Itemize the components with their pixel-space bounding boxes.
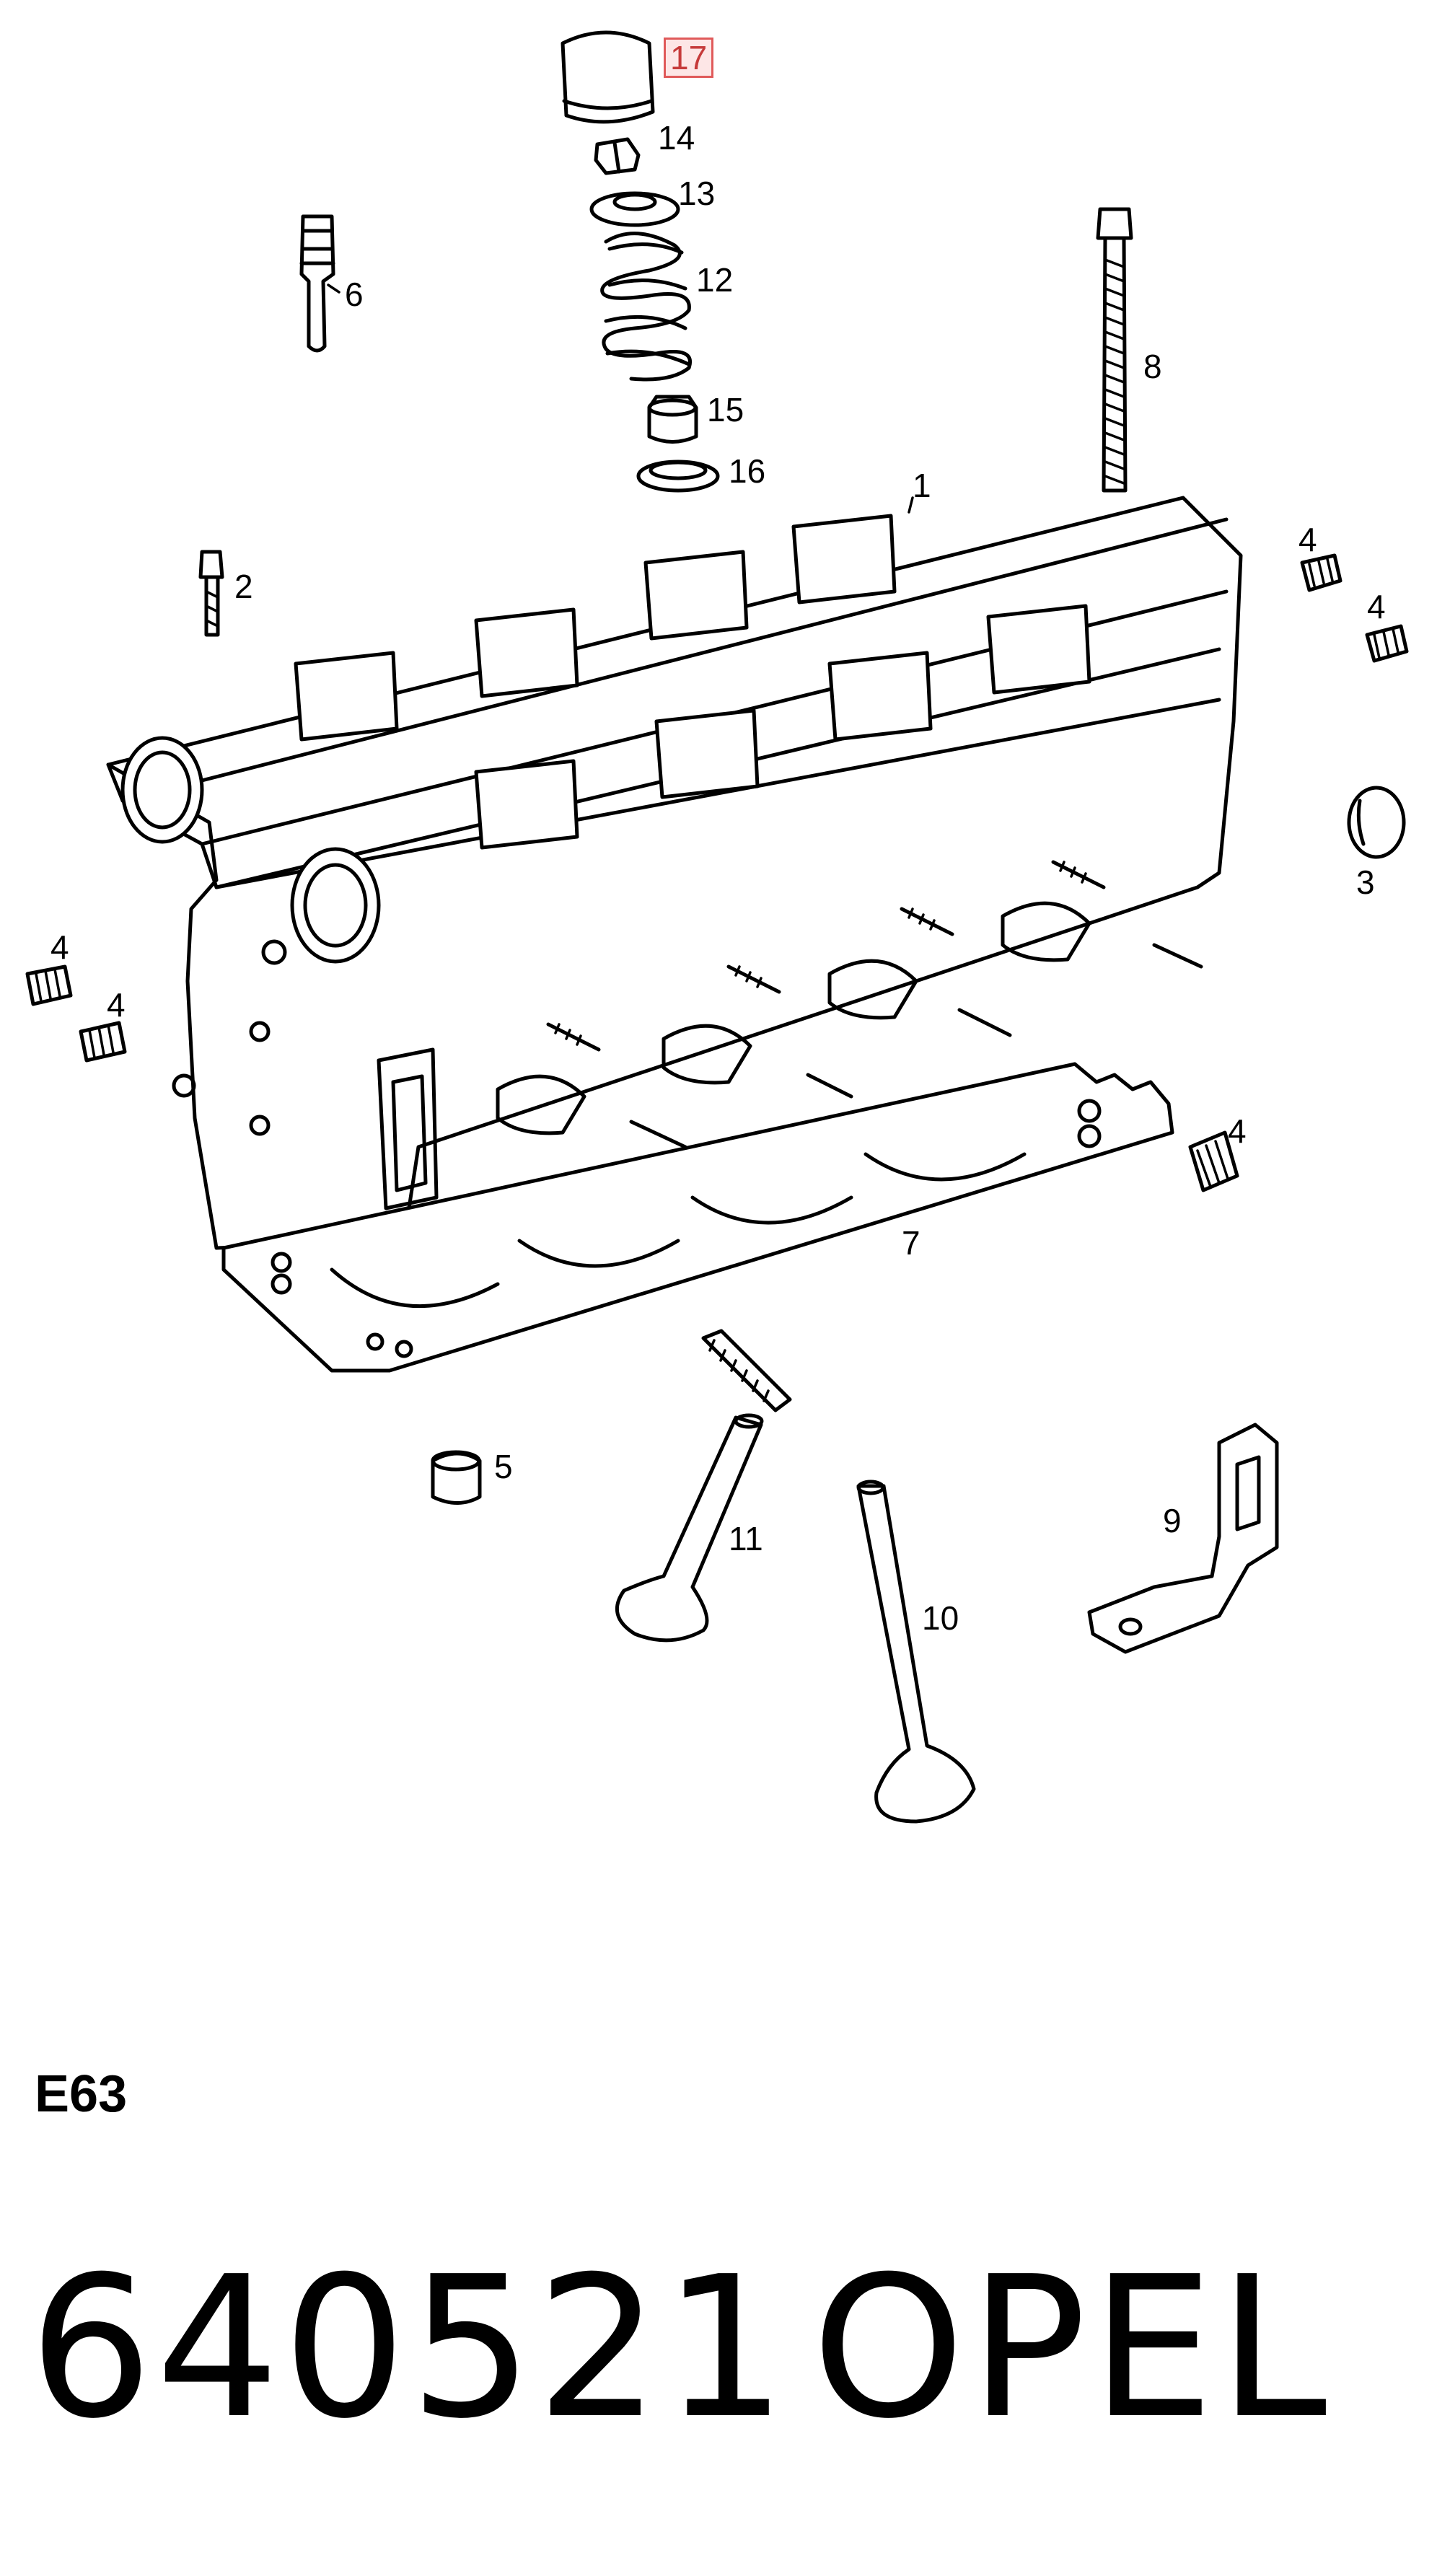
callout-12[interactable]: 12 (696, 261, 734, 299)
callout-14[interactable]: 14 (658, 119, 695, 157)
callout-8[interactable]: 8 (1143, 348, 1162, 385)
callout-6[interactable]: 6 (345, 276, 364, 313)
part-8-head-bolt (1096, 207, 1133, 493)
callout-3[interactable]: 3 (1356, 863, 1375, 901)
head-studs (546, 860, 1203, 1149)
part-13-spring-retainer (589, 191, 680, 227)
part-11-intake-valve (615, 1413, 764, 1643)
part-number: 640521 (29, 2234, 790, 2461)
callout-9[interactable]: 9 (1163, 1502, 1182, 1539)
callout-17[interactable]: 17 (664, 38, 714, 78)
part-15-valve-seal (647, 395, 698, 444)
part-2-bolt (198, 550, 224, 637)
part-4-plug-right-low (1188, 1130, 1239, 1192)
callout-11[interactable]: 11 (729, 1520, 763, 1557)
callout-16[interactable]: 16 (729, 452, 766, 490)
section-code: E63 (35, 2065, 128, 2123)
part-10-exhaust-valve (856, 1480, 976, 1824)
callout-4[interactable]: 4 (50, 928, 69, 966)
callout-7[interactable]: 7 (902, 1224, 920, 1262)
callout-4[interactable]: 4 (1298, 521, 1317, 558)
part-3-core-plug (1347, 786, 1406, 859)
part-16-spring-seat (636, 460, 720, 493)
part-4-plug-right-top (1300, 553, 1342, 592)
part-4-plug-left-bottom (79, 1021, 127, 1063)
callout-15[interactable]: 15 (707, 391, 744, 428)
callout-4[interactable]: 4 (1228, 1112, 1247, 1150)
part-5-dowel (431, 1450, 482, 1505)
part-stud-loose (701, 1329, 792, 1412)
part-12-valve-spring (600, 232, 692, 382)
part-4-plug-right-mid (1365, 624, 1409, 663)
callout-4[interactable]: 4 (107, 986, 126, 1024)
callout-2[interactable]: 2 (234, 568, 253, 605)
callout-13[interactable]: 13 (678, 175, 716, 212)
part-14-valve-keepers (594, 137, 641, 175)
brand-name: OPEL (812, 2234, 1332, 2461)
part-7-head-gasket (221, 1062, 1174, 1373)
callout-10[interactable]: 10 (922, 1599, 959, 1637)
part-9-bracket (1087, 1423, 1279, 1654)
part-4-plug-left-top (25, 964, 73, 1006)
part-1-cylinder-head (106, 496, 1243, 1250)
callout-1[interactable]: 1 (913, 467, 931, 504)
callout-4[interactable]: 4 (1367, 588, 1386, 625)
callout-5[interactable]: 5 (494, 1448, 513, 1485)
part-6-sensor-pin (299, 214, 335, 353)
leader-lines (327, 283, 914, 514)
part-17-tappet (561, 30, 655, 124)
